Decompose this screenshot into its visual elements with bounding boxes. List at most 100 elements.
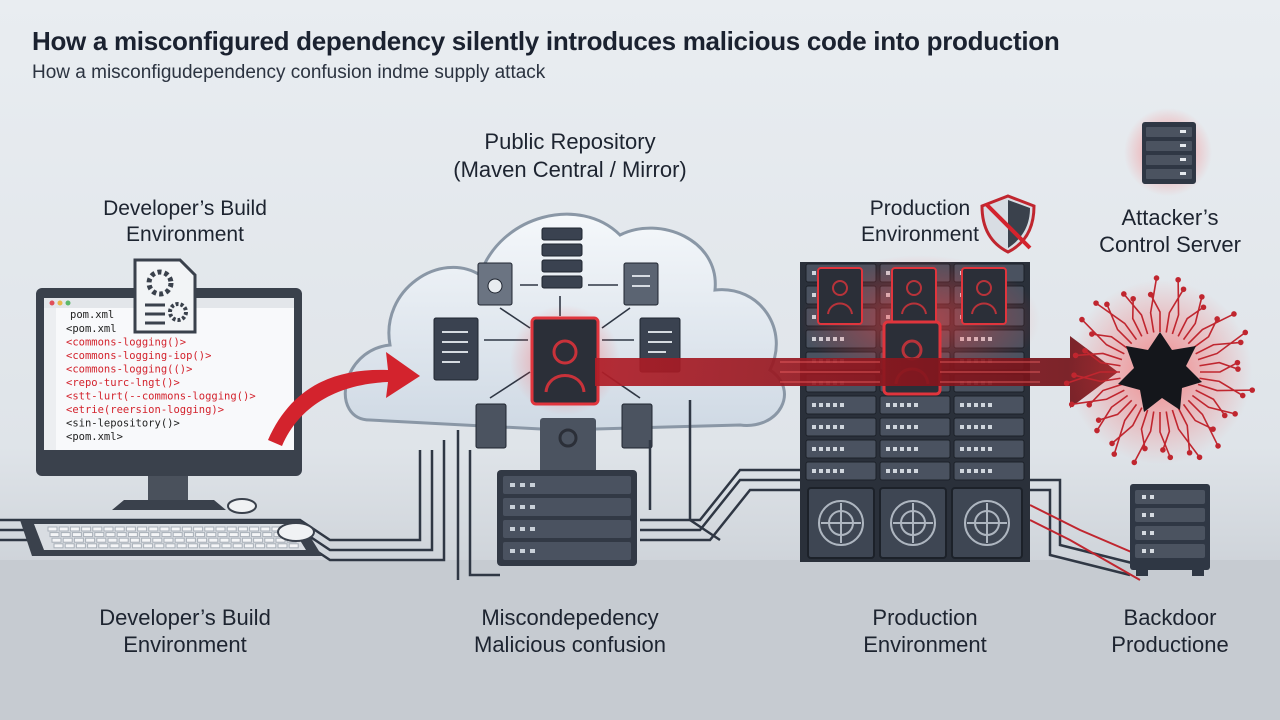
circuit-trace — [1171, 409, 1201, 458]
keyboard-key — [107, 537, 118, 543]
circuit-trace — [1096, 394, 1129, 431]
circuit-node — [1153, 275, 1160, 281]
code-line: <pom.xml> — [66, 431, 123, 443]
keyboard-key — [109, 543, 120, 549]
code-editor: <pom.xml <commons-logging()> <commons-lo… — [66, 323, 256, 443]
circuit-node — [1093, 300, 1099, 306]
keyboard-key — [131, 543, 142, 549]
circuit-trace — [1187, 399, 1219, 447]
circuit-node — [1210, 426, 1216, 432]
rack-led — [886, 469, 890, 473]
circuit-node — [1232, 411, 1238, 417]
keyboard-key — [165, 543, 176, 549]
rack-led — [981, 425, 985, 429]
document-icon — [433, 317, 479, 381]
broken-shield-icon — [980, 194, 1036, 254]
document-icon — [621, 403, 653, 449]
circuit-node — [1094, 427, 1100, 434]
circuit-trace — [1095, 302, 1138, 341]
keyboard-key — [221, 543, 232, 549]
code-line: <pom.xml — [66, 323, 117, 335]
keyboard-key — [215, 526, 226, 532]
rack-led — [812, 425, 816, 429]
rack-led — [819, 447, 823, 451]
rack-led — [960, 425, 964, 429]
attacker-server-icon — [1124, 108, 1212, 196]
keyboard-key — [154, 543, 165, 549]
editor-filename: pom.xml — [70, 309, 114, 321]
rack-led — [907, 403, 911, 407]
keyboard-key — [69, 526, 80, 532]
keyboard-key — [163, 537, 174, 543]
circuit-node — [1072, 352, 1079, 359]
rack-led — [886, 425, 890, 429]
rack-led — [914, 425, 918, 429]
rack-led — [893, 403, 897, 407]
code-line: <commons-logging()> — [66, 337, 186, 349]
rack-led — [840, 469, 844, 473]
bottom-label-dependency: Miscondepedency Malicious confusion — [474, 605, 666, 657]
rack-led — [833, 425, 837, 429]
circuit-trace — [1197, 331, 1246, 361]
code-line: <commons-logging(()> — [66, 364, 192, 376]
circuit-node — [1221, 412, 1228, 419]
keyboard-key — [239, 532, 250, 538]
circuit-node — [1104, 301, 1110, 308]
circuit-node — [1242, 329, 1249, 336]
keyboard-key — [277, 543, 288, 549]
keyboard-key — [159, 526, 170, 532]
circuit-trace — [1199, 361, 1239, 370]
rack-led — [826, 425, 830, 429]
circuit-trace — [1191, 318, 1218, 350]
mouse-icon — [277, 522, 315, 542]
keyboard-key — [183, 532, 194, 538]
keyboard-key — [103, 526, 114, 532]
keyboard-key — [92, 526, 103, 532]
repository-subtitle: (Maven Central / Mirror) — [453, 157, 687, 182]
circuit-trace — [1133, 411, 1155, 463]
developer-environment-label: Developer’s Build Environment — [103, 197, 267, 246]
circuit-trace — [1149, 294, 1161, 332]
rack-led — [826, 447, 830, 451]
rack-led — [819, 469, 823, 473]
rack-led — [833, 469, 837, 473]
keyboard-key — [98, 543, 109, 549]
rack-led — [974, 447, 978, 451]
keyboard-key — [288, 543, 299, 549]
keyboard-key — [139, 532, 150, 538]
circuit-node — [1068, 401, 1075, 408]
rack-led — [981, 403, 985, 407]
mouse — [227, 498, 257, 514]
keyboard-key — [251, 532, 262, 538]
circuit-node — [1167, 454, 1174, 461]
keyboard-key — [60, 532, 71, 538]
rack-led — [886, 447, 890, 451]
attacker-server-label: Attacker’s Control Server — [1099, 205, 1241, 257]
rack-led — [819, 425, 823, 429]
rack-led — [833, 447, 837, 451]
circuit-trace — [1088, 383, 1123, 406]
document-icon — [623, 262, 659, 306]
rack-led — [812, 447, 816, 451]
keyboard-key — [150, 532, 161, 538]
rack-led — [914, 403, 918, 407]
attacker-burst-icon — [1063, 275, 1256, 466]
keyboard-key — [197, 537, 208, 543]
circuit-node — [1095, 417, 1102, 423]
keyboard-key — [64, 543, 75, 549]
keyboard-key — [226, 526, 237, 532]
config-file-icon — [133, 258, 197, 334]
keyboard-key — [237, 526, 248, 532]
keyboard-key — [137, 526, 148, 532]
circuit-trace — [1075, 352, 1123, 361]
rack-led — [974, 425, 978, 429]
keyboard-key — [96, 537, 107, 543]
keyboard-key — [243, 543, 254, 549]
keyboard-key — [116, 532, 127, 538]
circuit-trace — [1123, 293, 1149, 335]
keyboard-key — [172, 532, 183, 538]
rack-led — [981, 469, 985, 473]
keyboard-key — [73, 537, 84, 543]
keyboard-key — [260, 526, 271, 532]
